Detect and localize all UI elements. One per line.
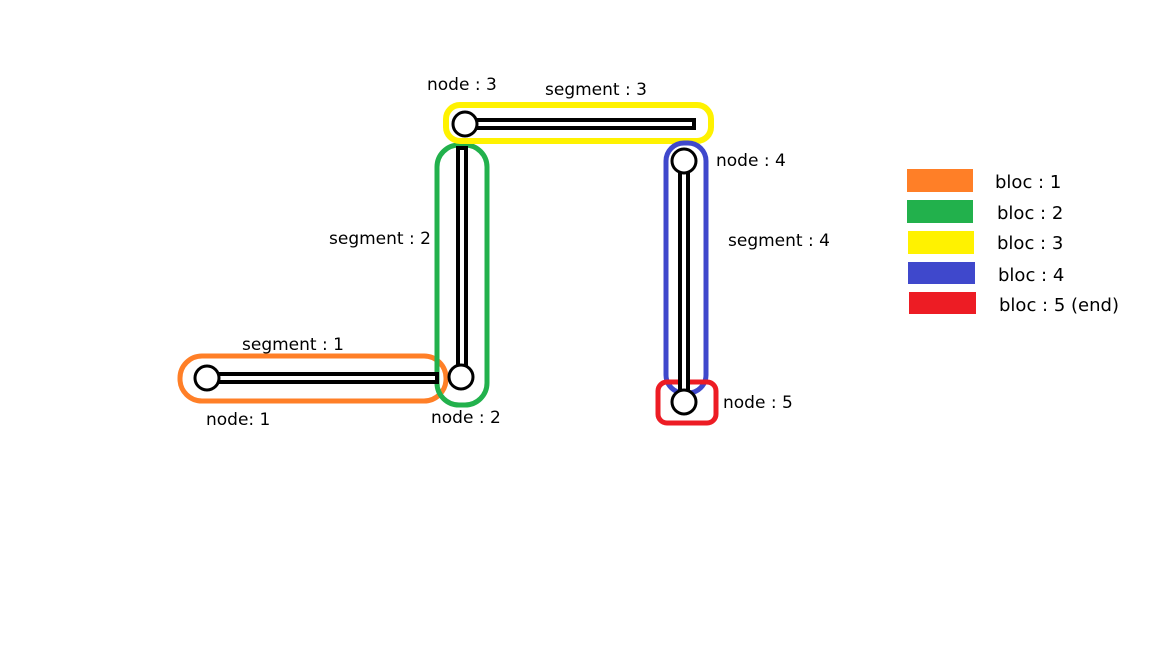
legend-swatch-bloc-5 — [909, 292, 976, 314]
segment-4-label: segment : 4 — [728, 231, 830, 251]
legend-swatch-bloc-1 — [907, 169, 973, 192]
legend: bloc : 1 bloc : 2 bloc : 3 bloc : 4 bloc… — [907, 169, 1119, 316]
legend-swatch-bloc-2 — [907, 200, 973, 223]
node-5-circle — [670, 388, 698, 416]
bloc-3-outline — [443, 102, 714, 144]
node-4-label: node : 4 — [716, 151, 786, 171]
legend-swatch-bloc-3 — [908, 231, 974, 254]
segment-3-label: segment : 3 — [545, 80, 647, 100]
node-4-circle — [670, 147, 698, 175]
node-2-circle — [447, 363, 475, 391]
bloc-1-outline — [177, 353, 449, 404]
legend-label-bloc-4: bloc : 4 — [998, 265, 1064, 286]
node-1-label: node: 1 — [206, 410, 270, 430]
node-2-label: node : 2 — [431, 408, 501, 428]
segment-2-label: segment : 2 — [329, 229, 431, 249]
node-3-label: node : 3 — [427, 75, 497, 95]
bloc-2-outline — [434, 142, 490, 408]
legend-label-bloc-5: bloc : 5 (end) — [999, 295, 1119, 316]
node-3-circle — [451, 110, 479, 138]
node-1-circle — [193, 364, 221, 392]
node-5-label: node : 5 — [723, 393, 793, 413]
legend-swatch-bloc-4 — [908, 262, 975, 284]
legend-label-bloc-1: bloc : 1 — [995, 172, 1061, 193]
segment-1-label: segment : 1 — [242, 335, 344, 355]
legend-label-bloc-2: bloc : 2 — [997, 203, 1063, 224]
legend-label-bloc-3: bloc : 3 — [997, 233, 1063, 254]
